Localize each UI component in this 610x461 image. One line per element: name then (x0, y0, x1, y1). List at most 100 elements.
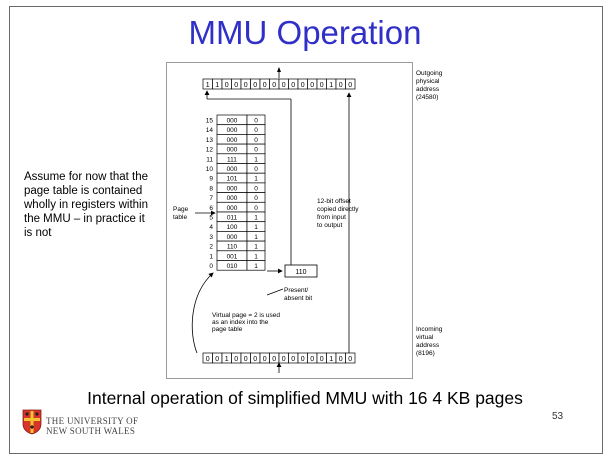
page-number: 53 (552, 411, 564, 422)
outgoing-bit-value: 0 (348, 82, 352, 89)
outgoing-bit-value: 0 (301, 82, 305, 89)
present-label-1: Present/ (284, 287, 308, 294)
page-table-index: 6 (209, 205, 213, 212)
incoming-bit-value: 0 (301, 356, 305, 363)
page-table-index: 12 (206, 147, 214, 154)
page-table-present-value: 1 (254, 215, 258, 222)
page-table-index: 7 (209, 195, 213, 202)
incoming-bit-value: 0 (244, 356, 248, 363)
page-table-present-value: 1 (254, 234, 258, 241)
page-table-index: 10 (206, 166, 214, 173)
page-table-present-value: 1 (254, 156, 258, 163)
outgoing-bit-value: 0 (244, 82, 248, 89)
selected-frame-box (284, 264, 318, 278)
incoming-bit-value: 0 (263, 356, 267, 363)
outgoing-bit-value: 0 (272, 82, 276, 89)
university-line-2: NEW SOUTH WALES (46, 426, 136, 436)
outgoing-bit-value: 0 (234, 82, 238, 89)
incoming-bit-value: 1 (225, 356, 229, 363)
page-table-present-value: 1 (254, 224, 258, 231)
output-arrowhead (277, 67, 281, 72)
university-line-1: THE UNIVERSITY OF (46, 416, 139, 426)
page-table-frame-value: 000 (227, 234, 238, 241)
page-table-label: Page (173, 206, 189, 213)
virtual-page-label-3: page table (212, 326, 243, 333)
page-table-present-value: 0 (254, 118, 258, 125)
page-table-present-value: 0 (254, 185, 258, 192)
page-table-present-value: 0 (254, 147, 258, 154)
page-table-frame-value: 000 (227, 147, 238, 154)
outgoing-bit-value: 0 (225, 82, 229, 89)
unsw-crest-icon (22, 409, 42, 440)
incoming-bit-cell (345, 352, 356, 364)
page-table-frame-value: 000 (227, 127, 238, 134)
page-table-index: 5 (209, 215, 213, 222)
outgoing-bit-value: 0 (339, 82, 343, 89)
selected-frame-value: 110 (295, 269, 306, 276)
offset-label-1: 12-bit offset (317, 198, 351, 205)
virtual-page-label-1: Virtual page = 2 is used (212, 312, 280, 319)
page-table-frame-value: 100 (227, 224, 238, 231)
page-table-frame-value: 110 (227, 244, 238, 251)
page-table-frame-value: 101 (227, 176, 238, 183)
page-table-present-value: 1 (254, 244, 258, 251)
outgoing-bit-value: 0 (253, 82, 257, 89)
page-table-frame-value: 011 (227, 215, 238, 222)
page-table-index: 9 (209, 176, 213, 183)
outgoing-bit-value: 1 (329, 82, 333, 89)
outgoing-bit-value: 0 (263, 82, 267, 89)
page-table-present-value: 0 (254, 195, 258, 202)
incoming-bit-value: 1 (329, 356, 333, 363)
incoming-bit-value: 0 (272, 356, 276, 363)
slide-title: MMU Operation (188, 14, 422, 51)
present-label-2: absent bit (284, 295, 312, 302)
incoming-bit-value: 0 (291, 356, 295, 363)
present-label-line (266, 288, 284, 296)
incoming-bit-value: 0 (282, 356, 286, 363)
outgoing-bit-value: 0 (320, 82, 324, 89)
page-table-frame-value: 111 (227, 156, 237, 163)
page-table-present-value: 1 (254, 263, 258, 270)
outgoing-bit-value: 1 (215, 82, 219, 89)
incoming-bit-value: 0 (339, 356, 343, 363)
page-table-index: 15 (206, 118, 214, 125)
incoming-bit-value: 0 (234, 356, 238, 363)
page-table-present-value: 1 (254, 176, 258, 183)
page-table-index: 13 (206, 137, 214, 144)
page-table-frame-value: 000 (227, 118, 238, 125)
page-table-present-value: 0 (254, 166, 258, 173)
page-table-frame-value: 010 (227, 263, 238, 270)
incoming-bit-value: 0 (253, 356, 257, 363)
page-table-index: 8 (209, 185, 213, 192)
incoming-bit-value: 0 (310, 356, 314, 363)
page-table-index: 0 (209, 263, 213, 270)
offset-label-2: copied directly (317, 206, 359, 213)
index-curve-arrow (191, 272, 214, 354)
page-table-frame-value: 000 (227, 205, 238, 212)
incoming-bit-value: 0 (348, 356, 352, 363)
incoming-bit-value: 0 (215, 356, 219, 363)
page-table-index: 11 (206, 156, 213, 163)
slide-caption: Internal operation of simplified MMU wit… (87, 388, 523, 408)
virtual-page-label-2: as an index into the (212, 319, 269, 326)
slide-frame (9, 6, 603, 454)
offset-label-3: from input (317, 214, 346, 221)
offset-label-4: to output (317, 222, 342, 229)
page-table-index: 4 (209, 224, 213, 231)
incoming-bit-value: 0 (206, 356, 210, 363)
page-table-index: 1 (209, 253, 213, 260)
page-table-frame-value: 000 (227, 166, 238, 173)
page-table-index: 3 (209, 234, 213, 241)
page-table-label-2: table (173, 214, 187, 221)
outgoing-bit-value: 0 (291, 82, 295, 89)
outgoing-bit-value: 0 (310, 82, 314, 89)
page-table-present-value: 0 (254, 205, 258, 212)
page-table-present-value: 0 (254, 127, 258, 134)
page-table-frame-value: 000 (227, 185, 238, 192)
page-table-index: 2 (209, 244, 213, 251)
outgoing-bit-value: 0 (282, 82, 286, 89)
incoming-bit-value: 0 (320, 356, 324, 363)
side-note: Assume for now that the page table is co… (24, 171, 149, 239)
